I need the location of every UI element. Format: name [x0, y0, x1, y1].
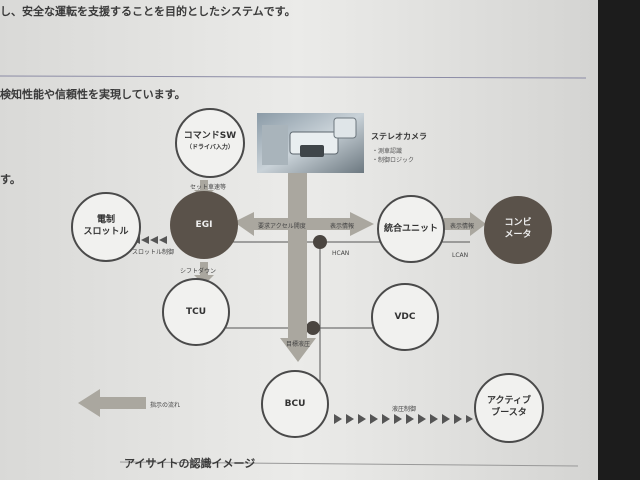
throttle-ctrl-label: スロットル制御 — [132, 249, 175, 256]
egi-node — [170, 191, 238, 259]
camera-bullet-2: ・制御ロジック — [372, 157, 415, 164]
tcu-node — [162, 278, 230, 346]
integration-combi-arrow — [444, 212, 486, 236]
lower-junction — [306, 321, 320, 335]
display-info-label-2: 表示情報 — [450, 223, 475, 230]
room-wall — [598, 0, 640, 480]
throttle-node — [71, 192, 141, 262]
tcu-label: TCU — [185, 307, 207, 317]
hcan-junction — [313, 235, 327, 249]
brake-pressure-label: 目標液圧 — [286, 341, 311, 348]
flow-legend-arrow — [78, 389, 146, 417]
accel-request-label: 要求アクセル開度 — [258, 223, 306, 230]
shift-down-label: シフトダウン — [180, 268, 217, 275]
slide-line-3: す。 — [0, 173, 21, 186]
command-sw-node — [175, 108, 245, 178]
slide-line-2: 検知性能や信頼性を実現しています。 — [0, 88, 186, 101]
camera-bullet-1: ・測車認識 — [372, 148, 403, 155]
bcu-node — [261, 370, 329, 438]
lcan-label: LCAN — [452, 252, 469, 259]
combi-label: コンビ メータ — [504, 218, 532, 240]
booster-chevrons — [334, 414, 473, 424]
vdc-label: VDC — [394, 312, 416, 322]
integration-label: 統合ユニット — [383, 224, 438, 234]
hcan-label: HCAN — [332, 250, 350, 257]
command-sw-label: コマンドSW （ドライバ入力） — [183, 131, 237, 151]
pressure-ctrl-label: 液圧制御 — [392, 406, 417, 413]
combi-node — [484, 196, 552, 264]
booster-label: アクティブ ブースタ — [486, 396, 531, 418]
camera-title: ステレオカメラ — [371, 132, 427, 141]
throttle-label: 電制 スロットル — [83, 215, 129, 237]
slide-line-1: し、安全な運転を支援することを目的としたシステムです。 — [0, 5, 296, 18]
bottom-divider — [119, 461, 579, 467]
set-select-label: セット車速等 — [190, 184, 227, 191]
bcu-label: BCU — [284, 399, 306, 409]
booster-node — [474, 373, 544, 443]
egi-label: EGI — [195, 220, 213, 230]
footer-title: アイサイトの認識イメージ — [124, 457, 256, 470]
flow-legend-label: 指示の流れ — [150, 402, 181, 409]
egi-integration-arrow — [234, 212, 374, 236]
vdc-node — [371, 283, 439, 351]
top-divider — [0, 75, 587, 79]
integration-node — [377, 195, 445, 263]
display-info-label-1: 表示情報 — [330, 223, 355, 230]
